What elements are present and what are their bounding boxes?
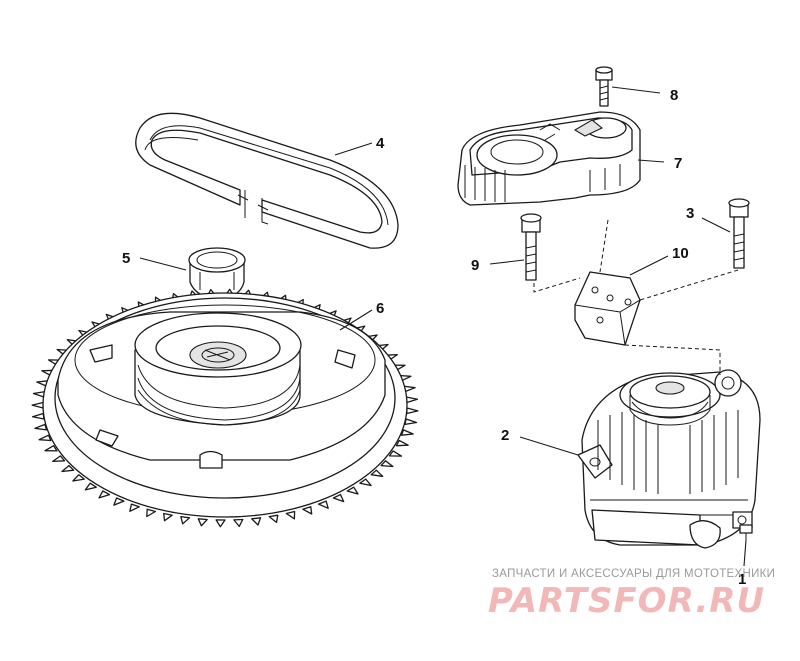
- gear-tooth: [31, 401, 44, 409]
- gear-tooth: [404, 418, 418, 426]
- leader-line-3: [701, 217, 731, 233]
- bushing-part: [188, 247, 246, 299]
- gear-tooth: [405, 396, 419, 404]
- watermark-logo: PARTSFOR.RU: [488, 581, 765, 621]
- gear-tooth: [317, 500, 329, 509]
- gear-tooth: [406, 407, 419, 415]
- gear-tooth: [44, 445, 58, 452]
- leader-line-5: [139, 257, 187, 271]
- drive-belt-part: [135, 112, 399, 249]
- gear-tooth: [359, 478, 372, 487]
- flywheel-part: [31, 288, 419, 528]
- gear-tooth: [251, 517, 262, 526]
- leader-line-6: [339, 309, 373, 331]
- gear-tooth: [197, 518, 208, 527]
- gear-tooth: [146, 508, 157, 518]
- gear-tooth: [215, 519, 226, 528]
- bolt-8-part: [595, 66, 613, 107]
- leader-line-10: [629, 255, 669, 276]
- gear-tooth: [346, 486, 359, 495]
- leader-line-8: [611, 86, 661, 94]
- callout-7: 7: [674, 155, 682, 172]
- gear-tooth: [38, 434, 52, 442]
- gear-tooth: [370, 469, 384, 478]
- callout-9: 9: [471, 257, 479, 274]
- callout-8: 8: [670, 87, 678, 104]
- mounting-bracket-part: [574, 271, 641, 346]
- leader-line-4: [334, 142, 373, 156]
- gear-tooth: [388, 450, 403, 457]
- terminal-nut-part: [739, 524, 753, 540]
- gear-tooth: [61, 464, 75, 473]
- watermark-tagline: ЗАПЧАСТИ И АКСЕССУАРЫ ДЛЯ МОТОТЕХНИКИ: [492, 568, 775, 580]
- gear-tooth: [72, 474, 85, 482]
- callout-2: 2: [501, 427, 509, 444]
- gear-tooth: [52, 455, 66, 463]
- gear-tooth: [113, 497, 125, 506]
- gear-tooth: [98, 490, 111, 499]
- alternator-part: [577, 369, 761, 549]
- gear-tooth: [400, 429, 414, 436]
- callout-4: 4: [376, 135, 385, 152]
- callout-5: 5: [122, 250, 130, 267]
- assembly-line-3-to-bracket: [639, 269, 739, 301]
- gear-tooth: [31, 412, 45, 420]
- callout-10: 10: [672, 245, 689, 262]
- callout-1: 1: [738, 571, 746, 588]
- gear-tooth: [34, 423, 48, 431]
- gear-tooth: [233, 518, 244, 528]
- bolt-9-part: [520, 213, 542, 281]
- assembly-line-bracket-to-alternator: [624, 344, 721, 375]
- assembly-line-tensioner-to-bracket: [599, 219, 609, 273]
- gear-tooth: [302, 506, 313, 515]
- assembly-line-9-to-bracket: [533, 277, 581, 293]
- callout-6: 6: [376, 300, 384, 317]
- leader-line-9: [489, 259, 525, 265]
- gear-tooth: [332, 493, 345, 503]
- gear-tooth: [285, 510, 296, 520]
- leader-line-7: [637, 159, 665, 163]
- callout-3: 3: [686, 205, 694, 222]
- gear-tooth: [180, 515, 191, 525]
- gear-tooth: [268, 514, 279, 524]
- gear-tooth: [129, 503, 140, 512]
- bolt-3-part: [728, 198, 750, 269]
- leader-line-1: [743, 539, 747, 567]
- belt-tensioner-part: [457, 111, 641, 206]
- gear-tooth: [163, 512, 173, 522]
- gear-tooth: [380, 460, 394, 468]
- leader-line-2: [519, 436, 579, 456]
- gear-tooth: [84, 482, 97, 491]
- gear-tooth: [395, 439, 409, 447]
